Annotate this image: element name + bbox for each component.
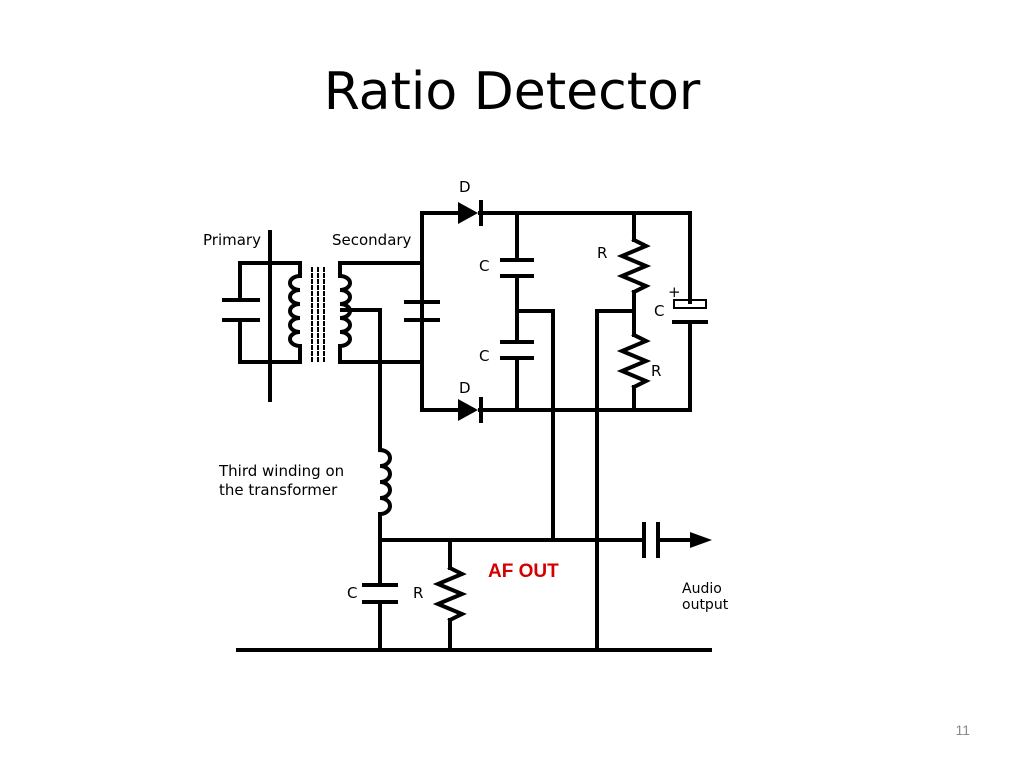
- label-res-upper: R: [597, 244, 607, 262]
- top-branch: [420, 211, 708, 412]
- label-secondary: Secondary: [332, 231, 412, 249]
- output-network: [236, 522, 712, 652]
- label-third-winding-1: Third winding on: [218, 462, 344, 480]
- audio-output-arrow: [690, 532, 712, 548]
- label-cap-lower: C: [479, 347, 489, 365]
- label-res-lower: R: [651, 362, 661, 380]
- label-cap-electrolytic: C: [654, 302, 664, 320]
- label-primary: Primary: [203, 231, 261, 249]
- diode-top-triangle: [458, 202, 478, 224]
- res-bottom-zigzag: [432, 565, 468, 623]
- bottom-branch: [420, 309, 692, 652]
- label-cap-upper: C: [479, 257, 489, 275]
- electrolytic-cap-top-plate: [673, 299, 707, 309]
- slide-title: Ratio Detector: [323, 62, 701, 122]
- label-diode-bottom: D: [459, 379, 471, 397]
- label-audio-line2: output: [682, 597, 729, 613]
- label-plus: +: [668, 283, 681, 301]
- label-af-out: AF OUT: [488, 561, 559, 582]
- primary-coil: [288, 261, 302, 364]
- label-res-bottom: R: [413, 584, 423, 602]
- res-lower-zigzag: [616, 332, 652, 390]
- label-diode-top: D: [459, 178, 471, 196]
- transformer-core: [311, 267, 325, 363]
- third-winding-coil: [377, 447, 392, 542]
- label-audio-line1: Audio: [682, 581, 722, 597]
- primary-tank-circuit: [222, 230, 302, 402]
- secondary-coil: [338, 261, 352, 364]
- secondary-winding: [338, 211, 440, 452]
- label-cap-bottom: C: [347, 584, 357, 602]
- diode-bottom-triangle: [458, 399, 478, 421]
- label-third-winding-2: the transformer: [219, 481, 338, 499]
- res-upper-zigzag: [616, 237, 652, 295]
- page-number: 11: [955, 722, 970, 738]
